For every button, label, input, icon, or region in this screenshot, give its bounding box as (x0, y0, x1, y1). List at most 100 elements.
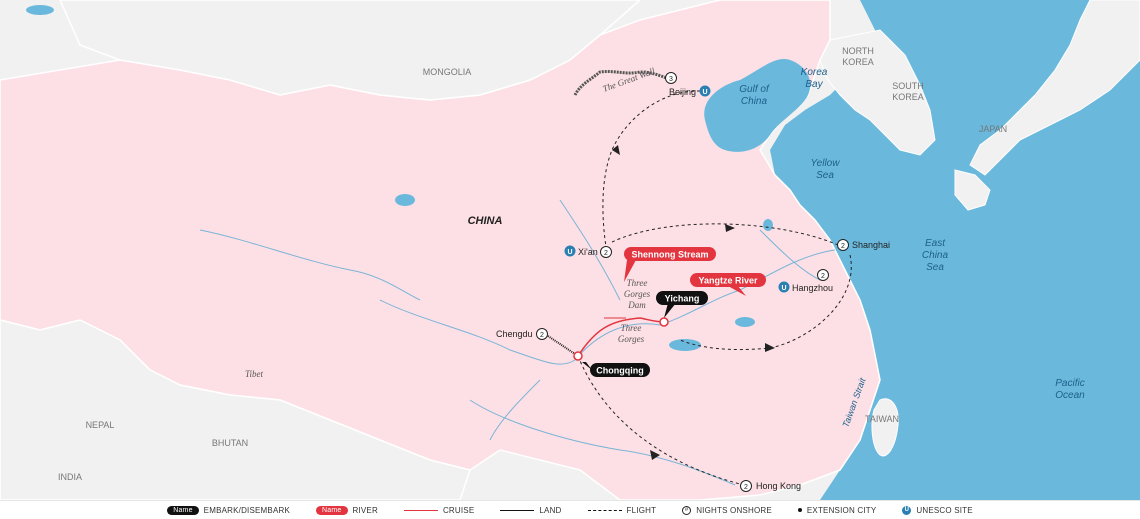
tag-chongqing-label: Chongqing (596, 366, 643, 376)
nights-hangzhou: 2 (821, 273, 825, 280)
tag-yichang: Yichang (656, 291, 708, 305)
yichang-tag-pointer (664, 303, 676, 318)
nights-badge-hangzhou (817, 269, 829, 281)
great-wall (573, 70, 673, 96)
lakes-east (669, 219, 773, 351)
legend-cruise: CRUISE (403, 505, 475, 515)
unesco-icon-hangzhou (778, 281, 790, 293)
nights-shanghai: 2 (841, 243, 845, 250)
korean-peninsula (819, 29, 936, 156)
legend-extension: EXTENSION CITY (797, 505, 877, 515)
legend-nights-label: NIGHTS ONSHORE (696, 505, 772, 515)
legend-embark-pill: Name (167, 505, 199, 515)
legend-river: Name RIVER (316, 505, 378, 515)
tag-shennong-stream: Shennong Stream (624, 247, 716, 261)
city-label-hangzhou: Hangzhou (792, 283, 833, 293)
legend-nights-symbol: # (682, 505, 692, 515)
legend-embark-label: EMBARK/DISEMBARK (203, 505, 291, 515)
unesco-glyph-hangzhou: U (781, 285, 786, 292)
qinghai-lake (395, 194, 415, 206)
nights-badge-shanghai (837, 239, 849, 251)
legend-flight-line (587, 509, 622, 511)
city-label-xian: Xi'an (578, 247, 598, 257)
chongqing-stop-marker (573, 351, 583, 361)
land-route (547, 335, 579, 357)
legend-extension-dot-icon (797, 508, 802, 512)
legend-extension-label: EXTENSION CITY (806, 505, 877, 515)
route-map: Shennong Stream Yangtze River Yichang Ch… (0, 0, 1140, 500)
city-label-hong-kong: Hong Kong (756, 481, 801, 491)
label-mongolia: MONGOLIA (423, 67, 472, 77)
city-shanghai: 2 Shanghai (837, 239, 890, 251)
legend-embark: Name EMBARK/DISEMBARK (167, 505, 291, 515)
legend-river-label: RIVER (352, 505, 378, 515)
chongqing-tag-pointer (582, 362, 592, 370)
shennong-tag-pointer (624, 260, 636, 282)
label-india: INDIA (58, 472, 82, 482)
nights-hong-kong: 2 (744, 484, 748, 491)
legend-unesco-label: UNESCO SITE (916, 505, 973, 515)
unesco-glyph-xian: U (567, 249, 572, 256)
nights-xian: 2 (604, 250, 608, 257)
unesco-icon-beijing (699, 85, 711, 97)
city-beijing: 3 Beijing U (665, 72, 711, 97)
yichang-stop-marker (659, 317, 669, 327)
legend-land: LAND (500, 506, 561, 515)
tag-yichang-label: Yichang (665, 294, 700, 304)
city-label-beijing: Beijing (669, 87, 696, 97)
city-label-shanghai: Shanghai (852, 240, 890, 250)
label-tibet: Tibet (245, 369, 264, 379)
legend-unesco: U UNESCO SITE (902, 505, 973, 515)
label-bhutan: BHUTAN (212, 438, 248, 448)
northern-lake (26, 5, 54, 15)
tag-yangtze-river: Yangtze River (690, 273, 766, 287)
yangtze-tag-pointer (728, 286, 746, 296)
label-nepal: NEPAL (86, 420, 115, 430)
city-hong-kong: 2 Hong Kong (740, 480, 801, 492)
legend-river-pill: Name (316, 505, 348, 515)
map-legend: Name EMBARK/DISEMBARK Name RIVER CRUISE … (0, 500, 1140, 519)
legend-cruise-label: CRUISE (442, 505, 475, 515)
legend-unesco-icon: U (902, 505, 912, 515)
legend-nights: # NIGHTS ONSHORE (682, 505, 772, 515)
taiwan-island (871, 398, 899, 457)
nights-badge-beijing (665, 72, 677, 84)
legend-land-line (500, 509, 535, 511)
city-chengdu: Chengdu 2 (496, 328, 548, 340)
legend-flight-label: FLIGHT (626, 505, 657, 515)
kyushu-island (954, 169, 991, 211)
legend-flight: FLIGHT (587, 505, 657, 515)
tag-shennong-label: Shennong Stream (631, 250, 708, 260)
label-taiwan: TAIWAN (865, 414, 899, 424)
unesco-glyph-beijing: U (702, 89, 707, 96)
cruise-route (577, 317, 665, 357)
bohai-bay (704, 59, 811, 152)
label-china: CHINA (468, 215, 503, 227)
tag-chongqing: Chongqing (590, 363, 650, 377)
nights-beijing: 3 (669, 76, 673, 83)
nights-badge-chengdu (536, 328, 548, 340)
tag-yangtze-label: Yangtze River (698, 276, 758, 286)
mongolia-territory (59, 0, 642, 101)
nights-badge-xian (600, 246, 612, 258)
city-label-chengdu: Chengdu (496, 329, 533, 339)
japan-island (969, 0, 1140, 176)
unesco-icon-xian (564, 245, 576, 257)
city-xian: U Xi'an 2 (564, 245, 612, 258)
nights-badge-hong-kong (740, 480, 752, 492)
south-asia-land (0, 319, 471, 500)
flight-arrows (612, 145, 775, 460)
city-hangzhou: 2 U Hangzhou (778, 269, 833, 293)
label-north-korea-line1: NORTH (842, 46, 874, 56)
legend-cruise-line (403, 509, 438, 511)
legend-land-label: LAND (539, 505, 562, 515)
